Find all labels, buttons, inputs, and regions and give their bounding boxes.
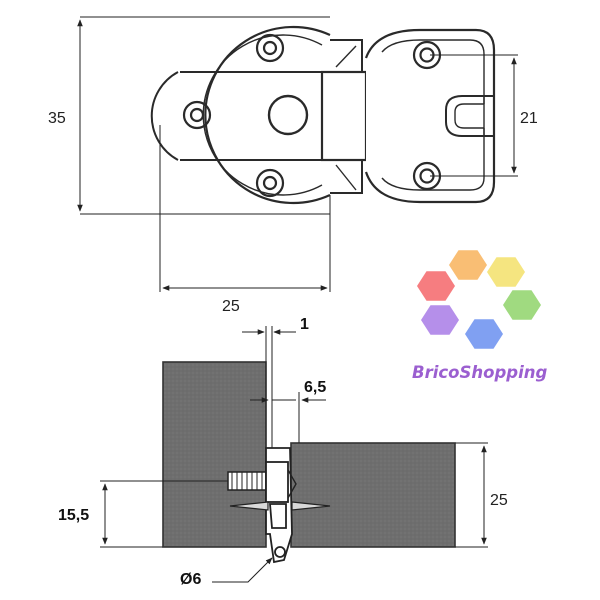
logo-hexagon xyxy=(449,250,487,280)
dim-label-21: 21 xyxy=(520,110,538,127)
hinge-body xyxy=(265,447,297,564)
screw-hole xyxy=(255,168,285,198)
side-view xyxy=(162,361,456,564)
dim-label-25: 25 xyxy=(222,298,240,315)
dim-label-25-side: 25 xyxy=(490,492,508,509)
threaded-insert xyxy=(227,471,269,491)
top-dimensions xyxy=(77,16,518,292)
center-hole xyxy=(267,94,309,136)
logo-hexagon xyxy=(465,319,503,349)
dim-label-1: 1 xyxy=(300,316,309,333)
brand-name: BricoShopping xyxy=(412,363,547,382)
screw-hole xyxy=(182,100,212,130)
dim-label-diameter: Ø6 xyxy=(180,571,201,588)
brand-logo xyxy=(417,250,541,349)
diameter-leader xyxy=(212,557,273,583)
right-plate xyxy=(364,28,496,204)
wood-panel-right xyxy=(290,442,456,548)
logo-hexagon xyxy=(487,257,525,287)
dim-label-35: 35 xyxy=(48,110,66,127)
top-view xyxy=(150,25,496,205)
logo-hexagon xyxy=(421,305,459,335)
logo-hexagon xyxy=(417,271,455,301)
fixing-screw xyxy=(229,501,331,511)
side-dimensions xyxy=(100,326,488,583)
logo-hexagon xyxy=(503,290,541,320)
dim-label-6-5: 6,5 xyxy=(304,379,326,396)
screw-hole xyxy=(255,33,285,63)
wood-panel-left xyxy=(162,361,267,548)
slot xyxy=(445,95,494,137)
hinge-pin xyxy=(274,546,286,558)
dim-label-15-5: 15,5 xyxy=(58,507,89,524)
